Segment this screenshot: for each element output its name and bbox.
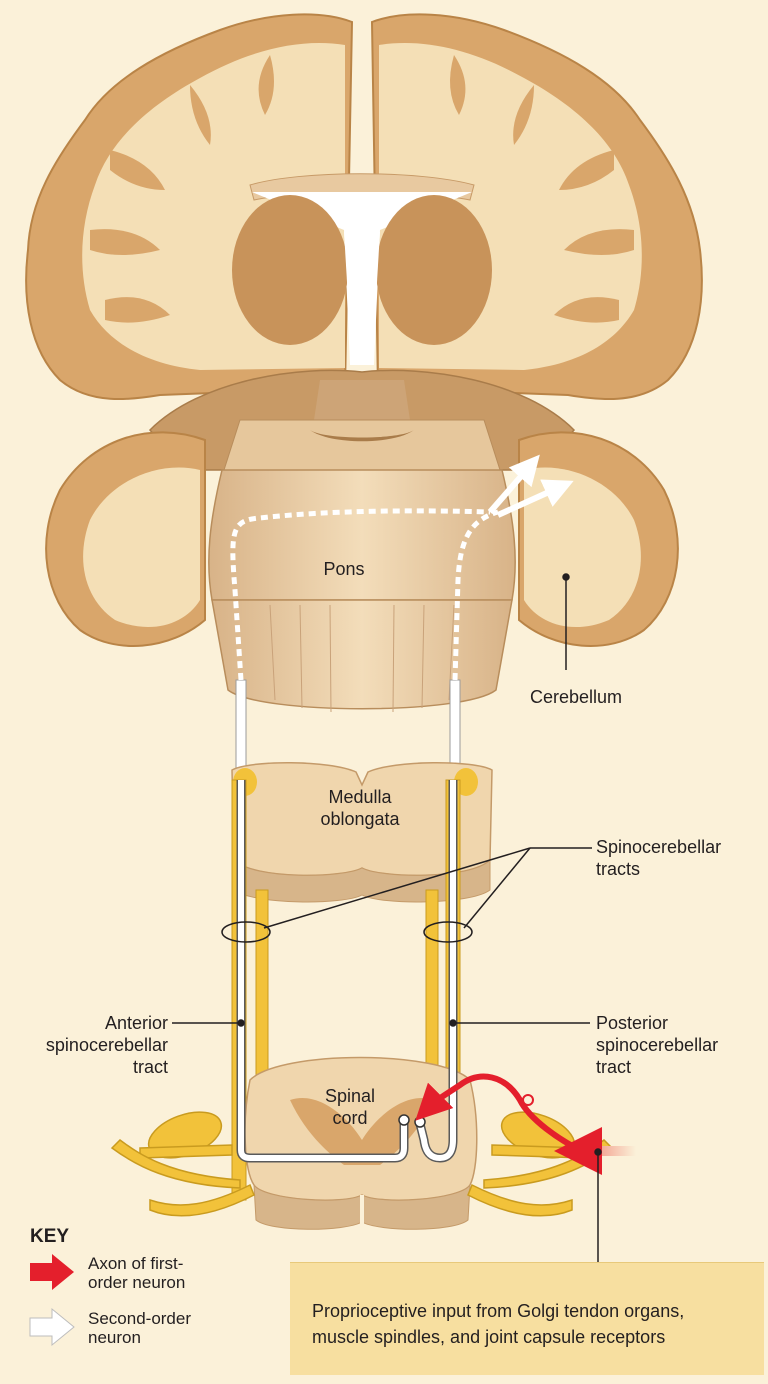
label-posterior-tract: Posterior spinocerebellar tract bbox=[596, 1012, 766, 1078]
label-cerebellum: Cerebellum bbox=[530, 686, 650, 708]
brainstem bbox=[209, 380, 515, 712]
label-spinal-cord: Spinal cord bbox=[310, 1085, 390, 1129]
left-thalamus bbox=[232, 195, 348, 345]
label-pons: Pons bbox=[304, 558, 384, 580]
key-title: KEY bbox=[30, 1226, 69, 1248]
right-thalamus bbox=[376, 195, 492, 345]
key-second-order-label: Second-order neuron bbox=[88, 1309, 248, 1347]
cerebrum-section bbox=[26, 14, 702, 399]
red-arrow-icon bbox=[30, 1254, 74, 1290]
key-symbols bbox=[30, 1254, 74, 1345]
spinal-cord-section bbox=[245, 1058, 477, 1230]
label-anterior-tract: Anterior spinocerebellar tract bbox=[20, 1012, 168, 1078]
key-first-order-label: Axon of first- order neuron bbox=[88, 1254, 248, 1292]
white-arrow-icon bbox=[30, 1309, 74, 1345]
label-medulla-oblongata: Medulla oblongata bbox=[290, 786, 430, 830]
callout-proprioceptive-input: Proprioceptive input from Golgi tendon o… bbox=[312, 1298, 762, 1350]
label-spinocerebellar-tracts: Spinocerebellar tracts bbox=[596, 836, 766, 880]
